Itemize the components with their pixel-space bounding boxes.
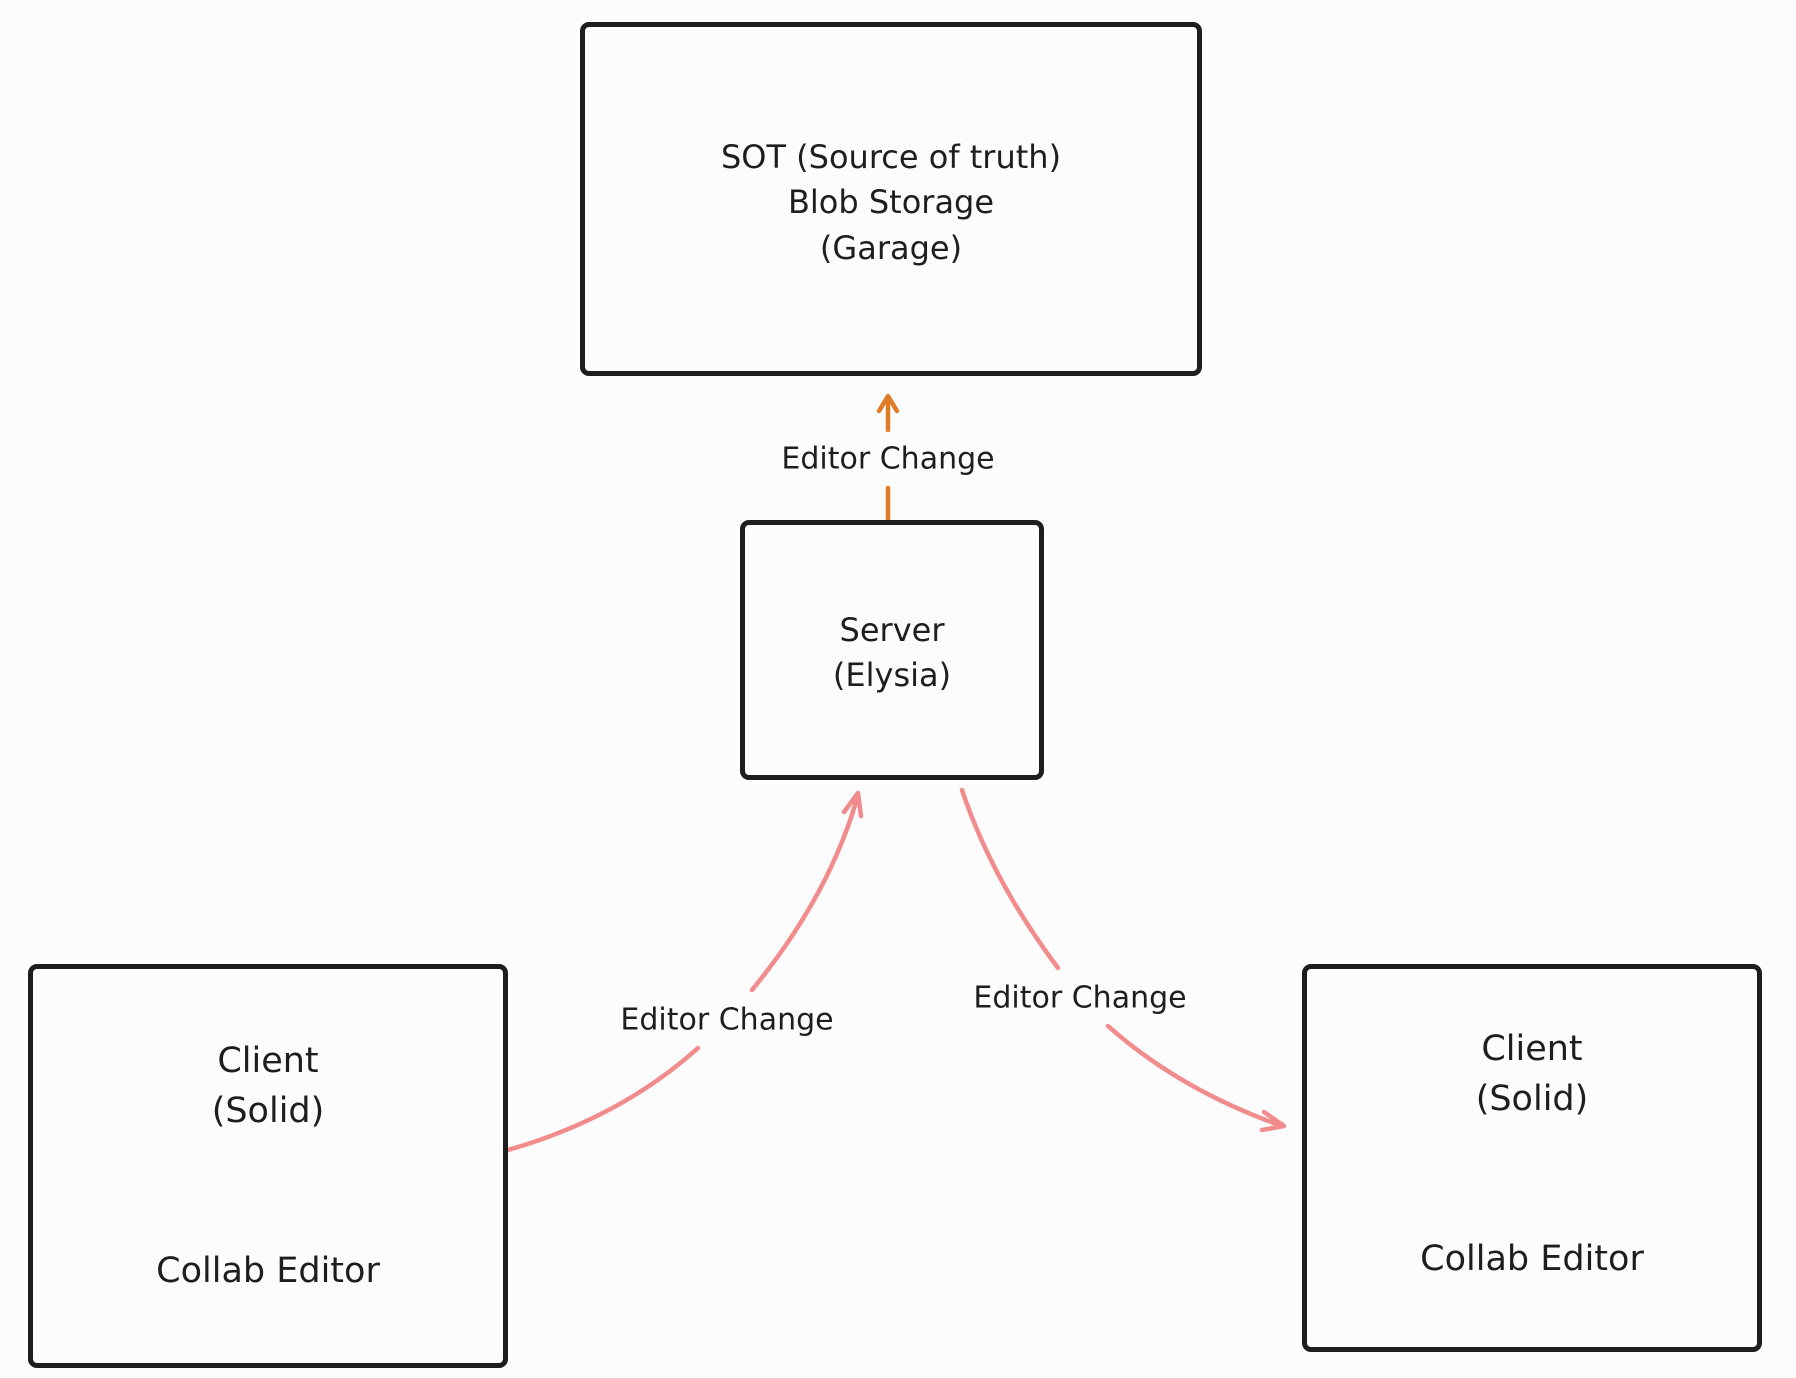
edge-server-to-sot-label: Editor Change xyxy=(775,437,1001,481)
edge-server-to-client-right-line-lower xyxy=(1105,1023,1285,1129)
edge-client-left-to-server-line-lower xyxy=(505,1045,701,1153)
client-left-node-subtitle: Collab Editor xyxy=(156,1251,380,1291)
client-left-node-title: Client (Solid) xyxy=(211,1041,325,1131)
edge-client-left-to-server-label: Editor Change xyxy=(614,998,840,1042)
edge-client-left-to-server-line-upper xyxy=(749,792,861,993)
edge-server-to-sot-arrowhead-icon xyxy=(876,393,900,414)
edge-client-left-to-server[interactable] xyxy=(505,790,864,1153)
sot-node[interactable]: SOT (Source of truth) Blob Storage (Gara… xyxy=(580,22,1202,376)
client-right-node-subtitle: Collab Editor xyxy=(1420,1239,1644,1279)
client-right-node[interactable]: Client (Solid) Collab Editor xyxy=(1302,964,1762,1352)
edge-server-to-client-right-arrowhead-icon xyxy=(1259,1109,1287,1133)
client-right-node-title: Client (Solid) xyxy=(1475,1029,1589,1119)
edge-server-to-client-right[interactable] xyxy=(959,787,1287,1133)
server-node[interactable]: Server (Elysia) xyxy=(740,520,1044,780)
edge-server-to-client-right-label: Editor Change xyxy=(967,976,1193,1020)
server-node-label: Server (Elysia) xyxy=(832,611,952,695)
edge-client-left-to-server-arrowhead-icon xyxy=(841,790,864,819)
client-left-node[interactable]: Client (Solid) Collab Editor xyxy=(28,964,508,1368)
edge-server-to-client-right-line-upper xyxy=(959,787,1061,971)
sot-node-label: SOT (Source of truth) Blob Storage (Gara… xyxy=(720,138,1062,267)
edge-server-to-sot[interactable] xyxy=(876,393,900,525)
